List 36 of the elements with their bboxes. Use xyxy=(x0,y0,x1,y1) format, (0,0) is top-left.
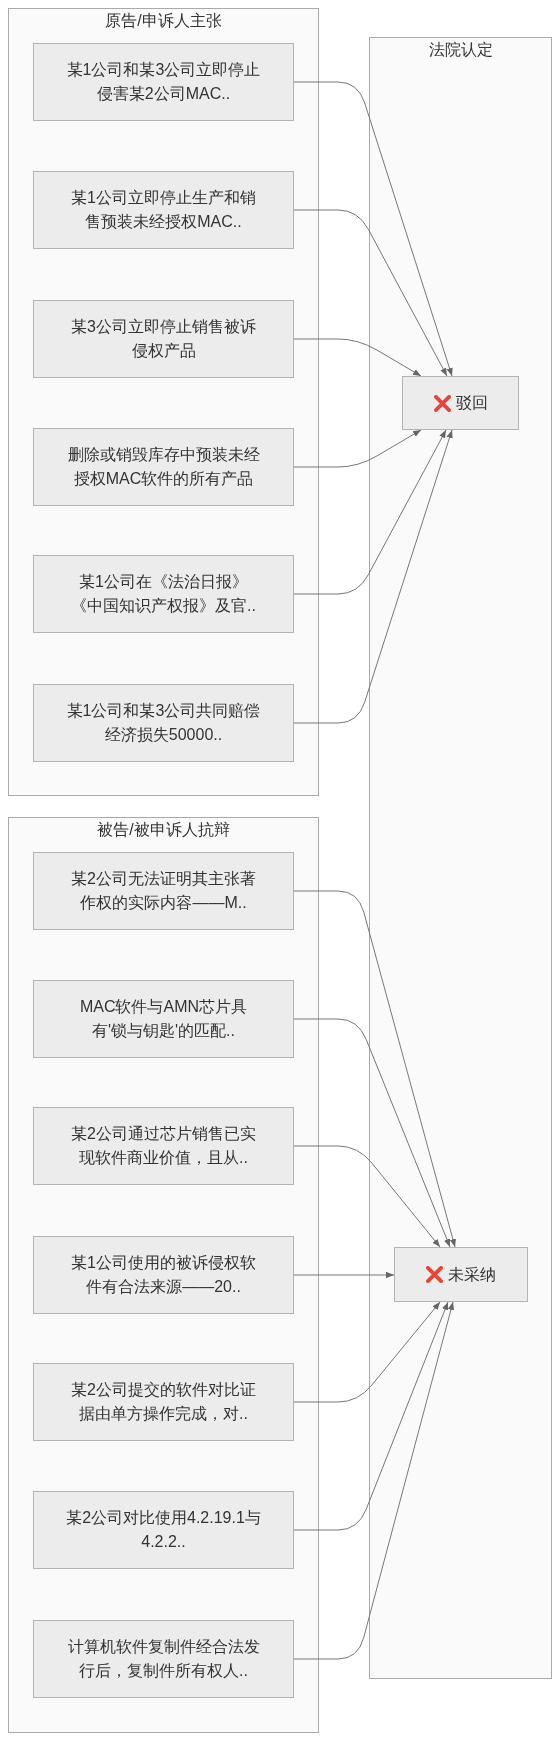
argument-box: 某2公司对比使用4.2.19.1与4.2.2.. xyxy=(33,1491,294,1569)
arrow xyxy=(293,209,448,377)
arrow xyxy=(293,429,453,724)
panel xyxy=(8,8,319,796)
verdict-label: 驳回 xyxy=(455,393,488,413)
panel-title: 法院认定 xyxy=(428,40,493,60)
panel-title: 被告/被申诉人抗辩 xyxy=(97,820,230,840)
arrow xyxy=(293,1145,441,1248)
argument-box: 某1公司在《法治日报》《中国知识产权报》及官.. xyxy=(33,555,294,633)
arrow xyxy=(293,429,447,595)
argument-box: 删除或销毁库存中预装未经授权MAC软件的所有产品 xyxy=(33,428,294,506)
panel xyxy=(369,37,552,1679)
panel-title: 原告/申诉人主张 xyxy=(105,11,222,31)
argument-box: 某1公司使用的被诉侵权软件有合法来源——20.. xyxy=(33,1236,294,1314)
arrow xyxy=(293,1271,395,1279)
verdict-box xyxy=(402,376,519,430)
arrow xyxy=(293,429,422,468)
arrow xyxy=(293,1301,455,1660)
arrow xyxy=(293,81,453,377)
verdict-box xyxy=(394,1247,528,1302)
verdict-label: 未采纳 xyxy=(448,1264,496,1285)
arrow xyxy=(293,1018,451,1248)
argument-box: 某1公司和某3公司共同赔偿经济损失50000.. xyxy=(33,684,294,762)
panel xyxy=(8,817,319,1733)
arrow xyxy=(293,338,422,377)
argument-box: 某1公司和某3公司立即停止侵害某2公司MAC.. xyxy=(33,43,294,121)
argument-box: 某1公司立即停止生产和销售预装未经授权MAC.. xyxy=(33,171,294,249)
arrow xyxy=(293,1301,449,1531)
argument-box: 某2公司通过芯片销售已实现软件商业价值，且从.. xyxy=(33,1107,294,1185)
argument-box: 某2公司提交的软件对比证据由单方操作完成，对.. xyxy=(33,1363,294,1441)
argument-box: 某3公司立即停止销售被诉侵权产品 xyxy=(33,300,294,378)
argument-box: MAC软件与AMN芯片具有'锁与钥匙'的匹配.. xyxy=(33,980,294,1058)
arrow xyxy=(293,890,456,1248)
argument-box: 某2公司无法证明其主张著作权的实际内容——M.. xyxy=(33,852,294,930)
argument-box: 计算机软件复制件经合法发行后，复制件所有权人.. xyxy=(33,1620,294,1698)
arrow xyxy=(293,1301,441,1403)
